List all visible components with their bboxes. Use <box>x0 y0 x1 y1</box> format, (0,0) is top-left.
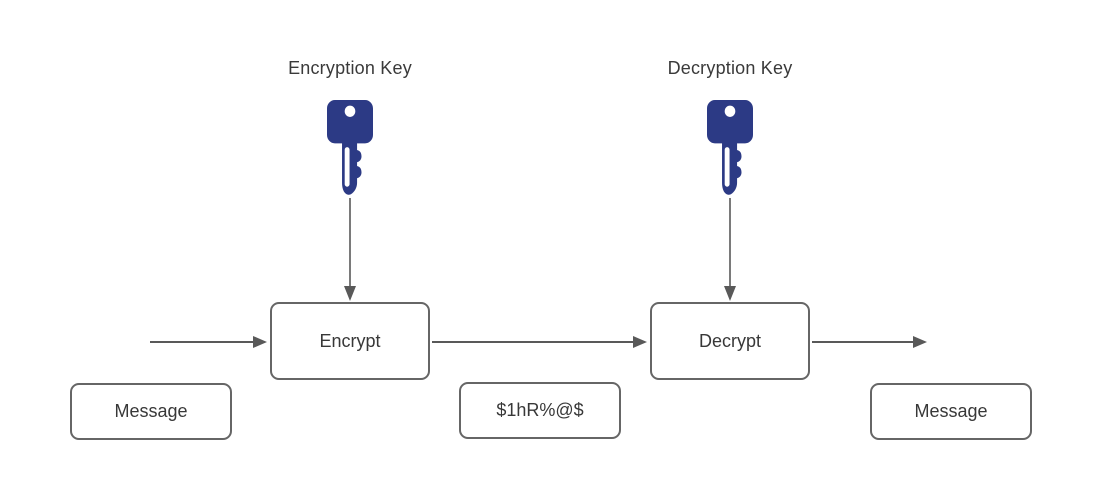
decrypt-box: Decrypt <box>650 302 810 380</box>
encryption-key-label: Encryption Key <box>288 58 412 78</box>
arrowhead-in-to-encrypt <box>253 336 267 348</box>
key-body <box>327 100 373 195</box>
arrowhead-key-to-encrypt <box>344 286 356 301</box>
arrowhead-decrypt-to-out <box>913 336 927 348</box>
decryption-key-icon <box>707 100 753 198</box>
key-hole <box>724 105 736 117</box>
encrypt-box: Encrypt <box>270 302 430 380</box>
message-output-box: Message <box>870 383 1032 440</box>
ciphertext-box: $1hR%@$ <box>459 382 621 439</box>
message-output-label: Message <box>914 401 988 421</box>
ciphertext-label: $1hR%@$ <box>496 400 584 420</box>
message-input-box: Message <box>70 383 232 440</box>
key-hole <box>344 105 356 117</box>
decryption-key-label: Decryption Key <box>667 58 793 78</box>
arrowhead-encrypt-to-decrypt <box>633 336 647 348</box>
message-input-label: Message <box>114 401 188 421</box>
encrypt-box-label: Encrypt <box>319 330 381 351</box>
decrypt-box-label: Decrypt <box>698 330 761 351</box>
key-slot <box>344 147 350 187</box>
encryption-key-icon <box>327 100 373 198</box>
key-body <box>707 100 753 195</box>
arrowhead-key-to-decrypt <box>724 286 736 301</box>
key-slot <box>724 147 730 187</box>
